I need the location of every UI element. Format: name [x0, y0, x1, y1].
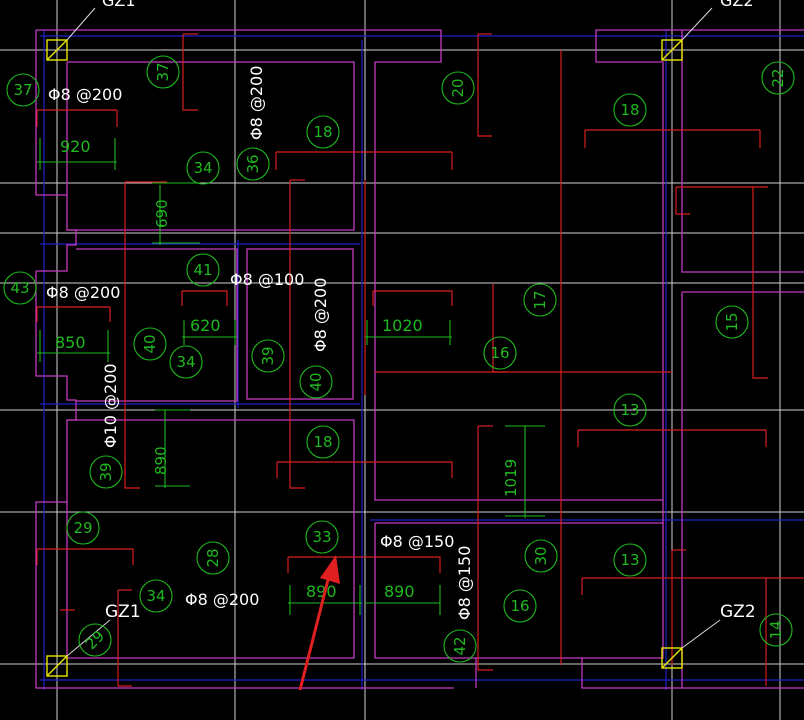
- number-circle: [196, 541, 230, 575]
- number-circle-label: 28: [204, 548, 222, 567]
- number-circle-label: 22: [769, 68, 787, 87]
- dimension-label: 1020: [382, 316, 423, 335]
- number-circle-label: 34: [146, 587, 165, 605]
- number-circle: [613, 543, 647, 577]
- number-circle: [89, 455, 123, 489]
- number-circle: [133, 327, 167, 361]
- wall-outlines: [35, 29, 804, 689]
- rebar-label-vertical: Φ10 @200: [101, 363, 120, 448]
- number-circle-label: 41: [193, 261, 212, 279]
- number-circle-label: 39: [97, 462, 115, 481]
- rebar-label: Φ8 @100: [230, 270, 304, 289]
- number-circle-label: 17: [531, 290, 549, 309]
- rebar-label-vertical: Φ8 @150: [455, 546, 474, 620]
- number-circle: [523, 283, 557, 317]
- number-circle: [759, 613, 793, 647]
- number-circle: [503, 589, 537, 623]
- number-circle: [524, 539, 558, 573]
- number-circle: [186, 151, 220, 185]
- number-circle-label: 37: [154, 62, 172, 81]
- number-circle-label: 40: [141, 334, 159, 353]
- number-circle: [443, 629, 477, 663]
- number-circle: [715, 305, 749, 339]
- number-circle: [236, 147, 270, 181]
- dimension-label: 920: [60, 137, 91, 156]
- number-circle: [139, 579, 173, 613]
- number-circle-label: 34: [193, 159, 212, 177]
- number-circle: [761, 61, 795, 95]
- number-circle: [613, 93, 647, 127]
- beam-lines: [40, 30, 804, 690]
- rebar-label: Φ8 @200: [185, 590, 259, 609]
- number-circle-label: 42: [451, 636, 469, 655]
- number-circle-label: 20: [449, 78, 467, 97]
- element-number-circles: 37 37 36 34 18 20 18 22 43 41 40 34 39 40 17 16 15 39 18 13…: [3, 55, 795, 663]
- number-circle-label: 13: [620, 401, 639, 419]
- number-circle: [3, 271, 37, 305]
- number-circle: [66, 511, 100, 545]
- number-circle-label: 40: [307, 372, 325, 391]
- number-circle: [169, 345, 203, 379]
- number-circle: [441, 71, 475, 105]
- number-circle-label: 18: [313, 433, 332, 451]
- number-circle-label: 39: [259, 346, 277, 365]
- number-circle: [306, 425, 340, 459]
- number-circle-label: 18: [313, 123, 332, 141]
- rebar-lines: [36, 33, 804, 687]
- rebar-label: Φ8 @200: [48, 85, 122, 104]
- rebar-label-vertical: Φ8 @200: [311, 278, 330, 352]
- number-circle: [78, 623, 112, 657]
- number-circle-label: 36: [244, 154, 262, 173]
- red-arrow-icon: [298, 555, 340, 691]
- number-circle-label: 29: [73, 519, 92, 537]
- gz-label-top-right: GZ2: [720, 0, 754, 10]
- number-circle-label: 30: [532, 546, 550, 565]
- number-circle-label: 16: [490, 344, 509, 362]
- number-circle-label: 15: [723, 312, 741, 331]
- rebar-label: Φ8 @200: [46, 283, 120, 302]
- dimension-lines: [37, 138, 545, 615]
- number-circle: [306, 115, 340, 149]
- number-circle: [146, 55, 180, 89]
- number-circle: [251, 339, 285, 373]
- dimension-label: 1019: [502, 459, 520, 497]
- number-circle-label: 18: [620, 101, 639, 119]
- number-circle-label: 16: [510, 597, 529, 615]
- number-circle: [305, 520, 339, 554]
- number-circle-label: 33: [312, 528, 331, 546]
- dimension-label: 890: [384, 582, 415, 601]
- dimension-label: 850: [55, 333, 86, 352]
- number-circle: [613, 393, 647, 427]
- gz-label-bottom-right: GZ2: [720, 602, 756, 622]
- number-circle-label: 13: [620, 551, 639, 569]
- number-circle: [6, 73, 40, 107]
- dimension-label: 890: [152, 446, 170, 475]
- gz-label-bottom-left: GZ1: [105, 602, 141, 622]
- columns: [46, 39, 683, 677]
- dimension-label: 620: [190, 316, 221, 335]
- number-circle-label: 14: [767, 620, 785, 639]
- number-circle-label: 37: [13, 81, 32, 99]
- rebar-label-vertical: Φ8 @200: [247, 66, 266, 140]
- number-circle: [483, 336, 517, 370]
- number-circle-label: 34: [176, 353, 195, 371]
- number-circle: [299, 365, 333, 399]
- number-circle: [186, 253, 220, 287]
- number-circle-label: 43: [10, 279, 29, 297]
- rebar-label: Φ8 @150: [380, 532, 454, 551]
- dimension-label: 690: [153, 199, 171, 228]
- dimension-label: 890: [306, 582, 337, 601]
- gz-label-top-left: GZ1: [102, 0, 136, 10]
